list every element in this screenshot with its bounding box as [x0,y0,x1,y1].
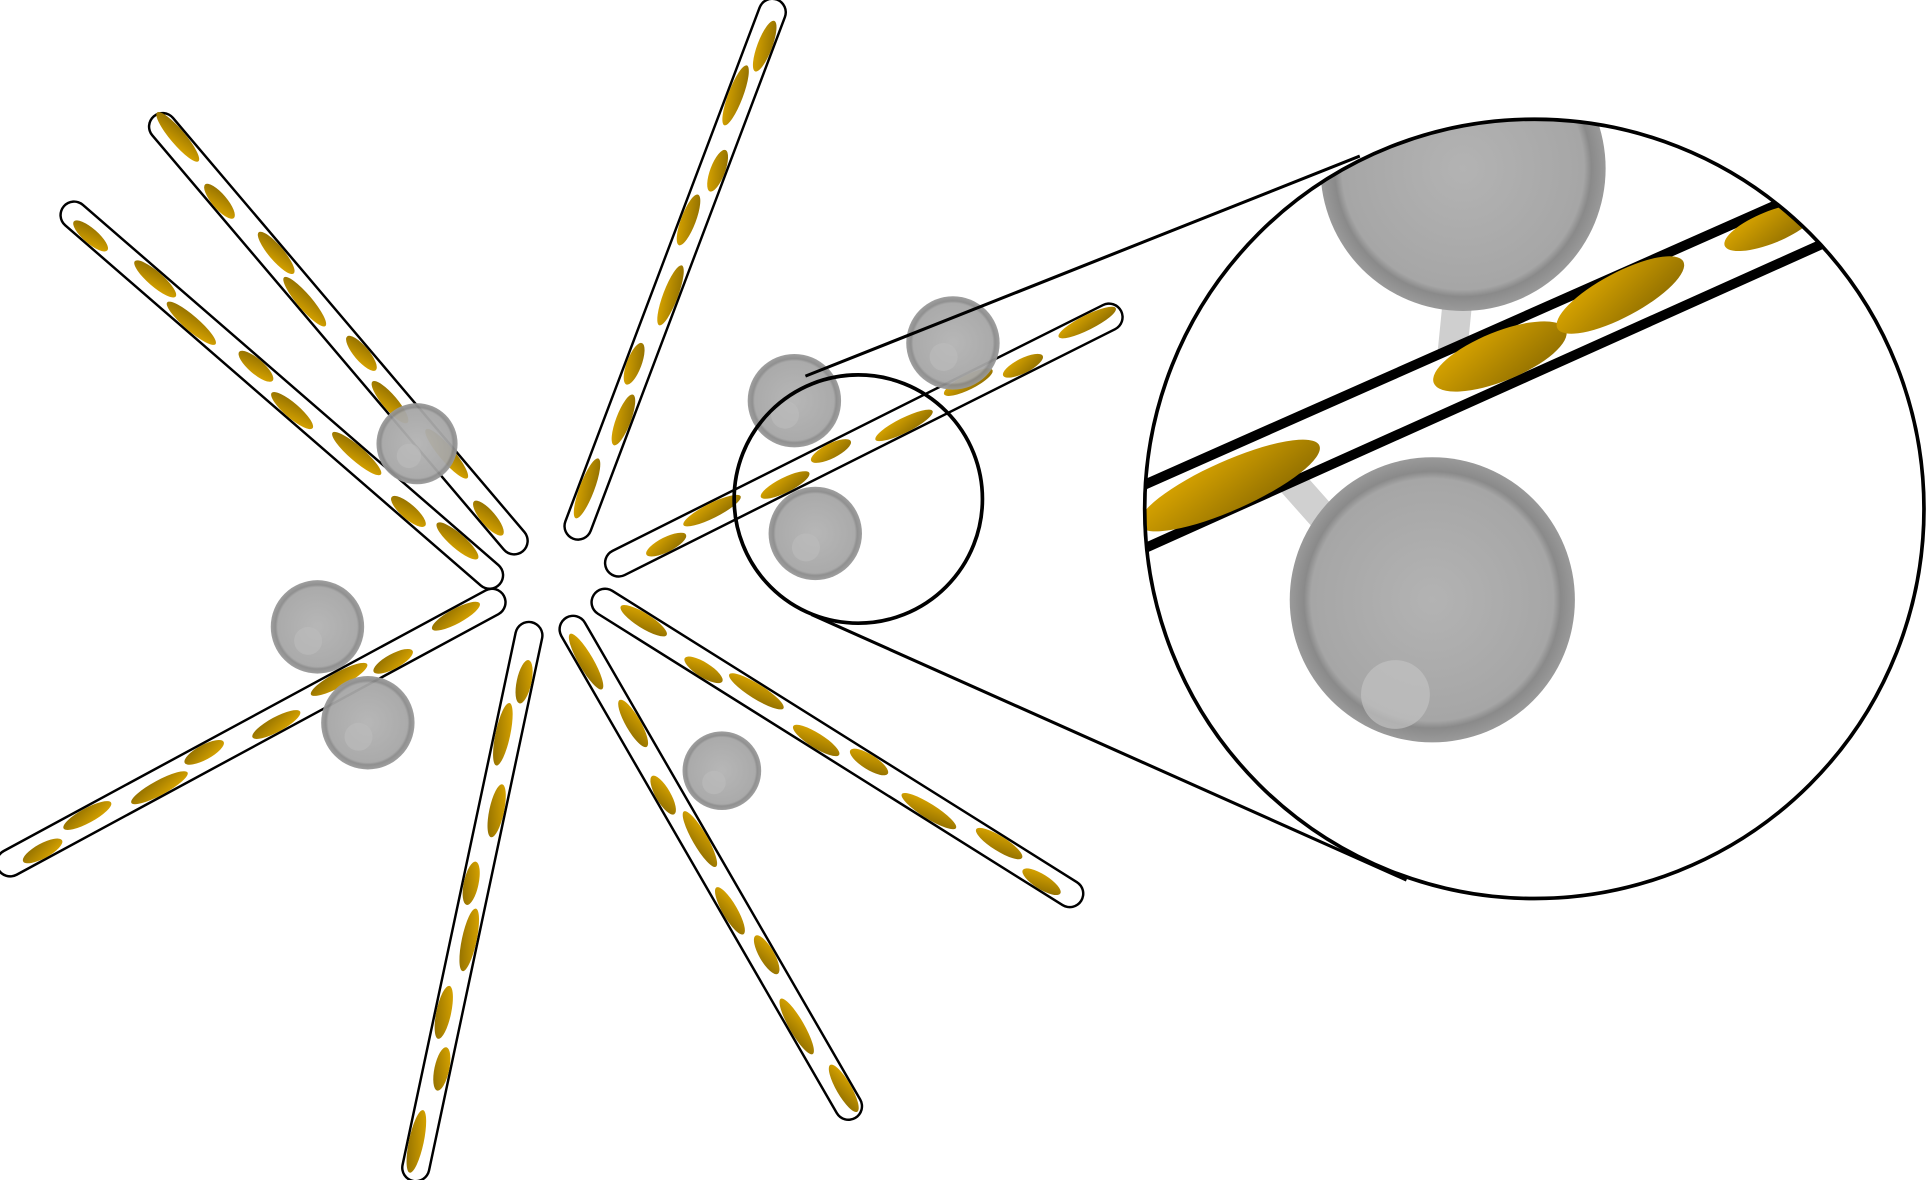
myelin-segment [683,494,741,527]
myelin-segment [682,811,718,868]
myelin-segment [849,748,889,776]
myelin-segment [623,342,645,385]
myelin-segment [487,784,506,838]
myelin-segment [434,985,453,1039]
inset-myelin-segment [1556,256,1685,334]
bead-highlight [702,770,726,795]
myelin-segment [975,827,1023,860]
vesicle-bead [270,580,365,674]
myelin-segment [271,392,314,430]
magnifier-connector-bottom [810,613,1408,882]
vesicle-bead [768,486,862,581]
myelin-segment [779,998,814,1055]
vesicle-bead [747,354,842,448]
myelin-segment [729,673,784,710]
myelin-segment [1058,306,1116,339]
magnifier-connector-top [804,154,1361,378]
bead-highlight [771,400,800,429]
bead-highlight [294,626,323,655]
vesicle-bead [906,296,1000,390]
myelin-segment [753,935,780,975]
myelin-segment [134,260,177,298]
myelin-segment [346,335,377,371]
soma [522,540,597,615]
myelin-segment [707,149,729,192]
inset-bead-bottom [1289,457,1575,743]
dendrite-arm [0,587,507,878]
myelin-segment [573,458,601,519]
myelin-segment [406,1110,427,1173]
myelin-segment [1022,868,1061,896]
myelin-segment [73,220,108,252]
myelin-segment [875,409,933,442]
myelin-segment [618,699,649,748]
myelin-segment [714,887,745,935]
myelin-segment [650,775,676,815]
myelin-segment [493,702,513,766]
myelin-segment [166,301,216,345]
inset-tube-wall-top [1144,192,1797,506]
myelin-segment [131,771,188,805]
bead-highlight [344,722,373,751]
bead-highlight [396,443,422,469]
myelin-segment [310,662,368,696]
myelin-segment [257,231,295,275]
myelin-segment [184,739,224,765]
myelin-segment [238,350,274,382]
dendrite-arm [563,0,788,541]
vesicle-bead [682,731,762,811]
bead-highlight [929,342,958,371]
myelin-segment [283,276,327,327]
myelin-segment [722,65,749,126]
myelin-segment [204,183,235,219]
dendrite-arm [147,111,529,556]
myelin-segment [431,601,480,631]
vesicle-bead [321,676,415,770]
myelin-segment [252,710,301,739]
myelin-segment [684,656,723,684]
myelin-segment [760,471,810,499]
myelin-segment [433,1047,451,1091]
myelin-segment [473,500,504,536]
myelin-segment [810,439,852,463]
myelin-segment [459,908,480,972]
myelin-segment [828,1064,859,1112]
magnified-inset [1142,117,1926,901]
myelin-segment [901,793,957,830]
dendrite-arm [590,587,1085,909]
inset-bead-top [1320,119,1606,311]
inset-myelin-segment [1433,321,1567,392]
myelin-segment [752,20,777,72]
myelin-segment [676,194,701,246]
dendrite-arm [558,614,864,1121]
myelin-segment [373,648,413,674]
myelin-segment [391,495,426,527]
myelin-segment [611,394,636,446]
myelin-segment [1002,353,1044,378]
beads-layer [270,296,1000,811]
inset-myelin-segment [1144,439,1320,532]
dendrite-arm [59,200,505,590]
myelin-segment [332,431,382,476]
myelin-segment [792,724,840,757]
vesicle-bead [376,403,458,485]
myelin-segment [568,633,604,690]
myelin-segment [515,660,533,704]
bead-highlight [791,533,820,562]
myelin-segment [646,532,687,557]
myelin-segment [620,605,667,637]
bead-highlight [1361,660,1430,729]
myelin-segment [156,112,200,162]
myelin-segment [63,801,112,830]
myelin-segment [462,861,480,905]
arms-layer [0,0,1124,1180]
magnifier-circle [732,373,985,626]
myelin-segment [657,265,684,326]
myelin-segment [436,522,479,560]
myelin-segment [22,838,63,864]
dendrite-arm [603,302,1124,578]
dendrite-arm [401,620,544,1180]
